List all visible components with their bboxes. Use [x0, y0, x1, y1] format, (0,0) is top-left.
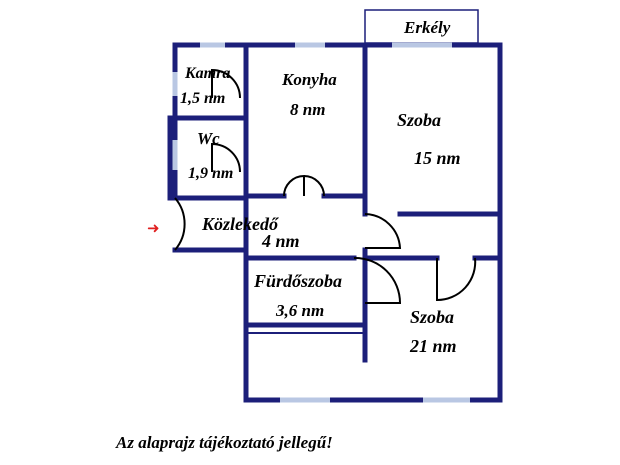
- disclaimer-text: Az alaprajz tájékoztató jellegű!: [115, 433, 333, 452]
- wc-label: Wc: [197, 129, 220, 148]
- pantry-area: 1,5 nm: [180, 90, 225, 107]
- pantry-label: Kamra: [184, 65, 230, 82]
- bathroom-area: 3,6 nm: [275, 301, 324, 320]
- kitchen-label: Konyha: [281, 70, 337, 89]
- room-2-label: Szoba: [410, 307, 454, 327]
- kitchen-area: 8 nm: [290, 100, 325, 119]
- hallway-label: Közlekedő: [201, 214, 279, 234]
- wc-area: 1,9 nm: [188, 165, 233, 182]
- room-1-area: 15 nm: [414, 148, 461, 168]
- windows: [172, 42, 470, 403]
- inner-walls: [167, 42, 503, 363]
- bathroom-label: Fürdőszoba: [253, 271, 342, 291]
- room-2-area: 21 nm: [409, 336, 457, 356]
- hallway-area: 4 nm: [261, 231, 300, 251]
- doors: [174, 68, 477, 304]
- entrance-arrow-icon: ➜: [147, 219, 160, 237]
- room-1-label: Szoba: [397, 110, 441, 130]
- balcony-label: Erkély: [403, 18, 451, 37]
